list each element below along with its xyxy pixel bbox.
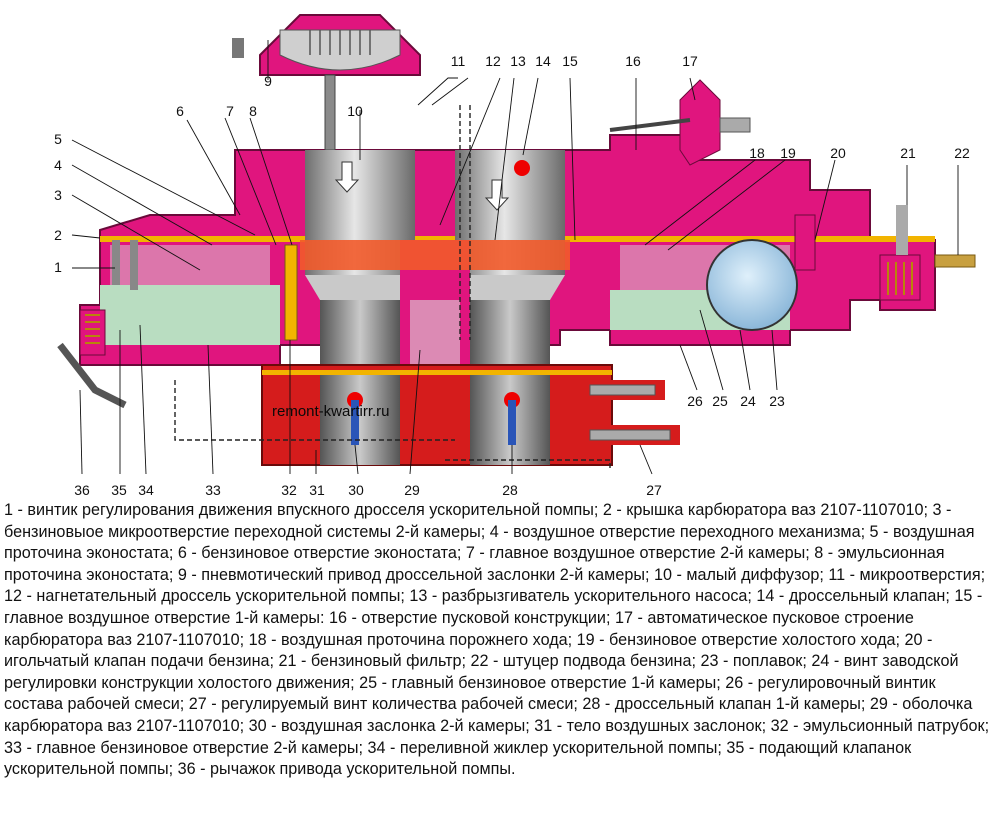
callout-5: 5 bbox=[54, 131, 62, 147]
channels bbox=[174, 105, 611, 470]
watermark: remont-kwartirr.ru bbox=[272, 403, 390, 420]
callout-30: 30 bbox=[348, 482, 364, 498]
legend-text: 1 - винтик регулирования движения впускн… bbox=[4, 501, 990, 779]
leader-lines bbox=[71, 40, 959, 475]
accelerator-pump bbox=[57, 240, 138, 409]
callout-8: 8 bbox=[249, 103, 257, 119]
carburetor-diagram: remont-kwartirr.ru bbox=[54, 14, 976, 498]
fuel-inlet bbox=[879, 205, 976, 301]
callout-27: 27 bbox=[646, 482, 662, 498]
callout-4: 4 bbox=[54, 157, 62, 173]
callout-3: 3 bbox=[54, 187, 62, 203]
callout-24: 24 bbox=[740, 393, 756, 409]
callout-10: 10 bbox=[347, 103, 363, 119]
callout-12: 12 bbox=[485, 53, 501, 69]
callout-36: 36 bbox=[74, 482, 90, 498]
callout-1: 1 bbox=[54, 259, 62, 275]
callout-21: 21 bbox=[900, 145, 916, 161]
starting-device bbox=[609, 79, 751, 166]
choke-valve bbox=[514, 160, 530, 176]
needle-valve bbox=[794, 214, 816, 271]
callout-17: 17 bbox=[682, 53, 698, 69]
float bbox=[706, 239, 798, 331]
callout-15: 15 bbox=[562, 53, 578, 69]
callout-6: 6 bbox=[176, 103, 184, 119]
throttle-body bbox=[261, 364, 613, 466]
callout-22: 22 bbox=[954, 145, 970, 161]
callout-33: 33 bbox=[205, 482, 221, 498]
callout-29: 29 bbox=[404, 482, 420, 498]
callout-14: 14 bbox=[535, 53, 551, 69]
callout-34: 34 bbox=[138, 482, 154, 498]
callout-25: 25 bbox=[712, 393, 728, 409]
callout-26: 26 bbox=[687, 393, 703, 409]
callout-19: 19 bbox=[780, 145, 796, 161]
callout-9: 9 bbox=[264, 73, 272, 89]
callout-13: 13 bbox=[510, 53, 526, 69]
callout-20: 20 bbox=[830, 145, 846, 161]
carburetor-housing bbox=[300, 240, 570, 370]
callout-35: 35 bbox=[111, 482, 127, 498]
pneumatic-actuator bbox=[232, 14, 421, 151]
callout-31: 31 bbox=[309, 482, 325, 498]
callout-18: 18 bbox=[749, 145, 765, 161]
callout-32: 32 bbox=[281, 482, 297, 498]
callout-16: 16 bbox=[625, 53, 641, 69]
callout-23: 23 bbox=[769, 393, 785, 409]
emulsion-tube bbox=[284, 244, 298, 341]
callout-11: 11 bbox=[451, 53, 466, 69]
callout-2: 2 bbox=[54, 227, 62, 243]
callout-28: 28 bbox=[502, 482, 518, 498]
adjustment-screws bbox=[555, 380, 680, 445]
callout-7: 7 bbox=[226, 103, 234, 119]
airflow-arrows bbox=[334, 161, 510, 211]
